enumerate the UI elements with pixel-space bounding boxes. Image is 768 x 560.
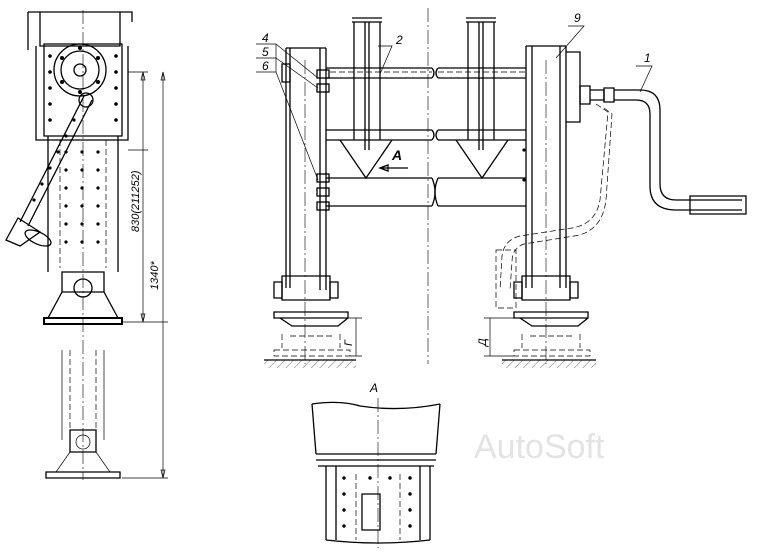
callout-2: 2 [395,33,403,47]
dim-height-mid: 830(211252) [130,170,142,232]
front-view-right: Д [438,17,747,368]
plate-bolts [48,54,118,122]
callout-4: 4 [262,31,269,45]
front-view-left: A Г [264,17,432,368]
callout-6: 6 [262,59,269,73]
dim-height-total: 1340* [149,261,161,290]
section-bolts [342,476,412,528]
view-arrow-label: A [391,147,402,163]
watermark: AutoSoft [474,428,605,466]
dim-g: Г [343,339,355,346]
leg-holes [64,150,100,244]
dim-d: Д [477,338,489,348]
callout-9: 9 [574,11,581,25]
gear-bolts [60,46,100,94]
section-view-a: A [311,381,441,548]
callout-5: 5 [262,45,269,59]
callout-1: 1 [644,51,651,65]
handle-holes [32,118,76,202]
side-view: 830(211252) 1340* [5,10,168,480]
section-title: A [369,381,378,395]
callouts: 4 5 6 2 9 1 [256,11,653,181]
front-bolts-right [522,148,526,182]
